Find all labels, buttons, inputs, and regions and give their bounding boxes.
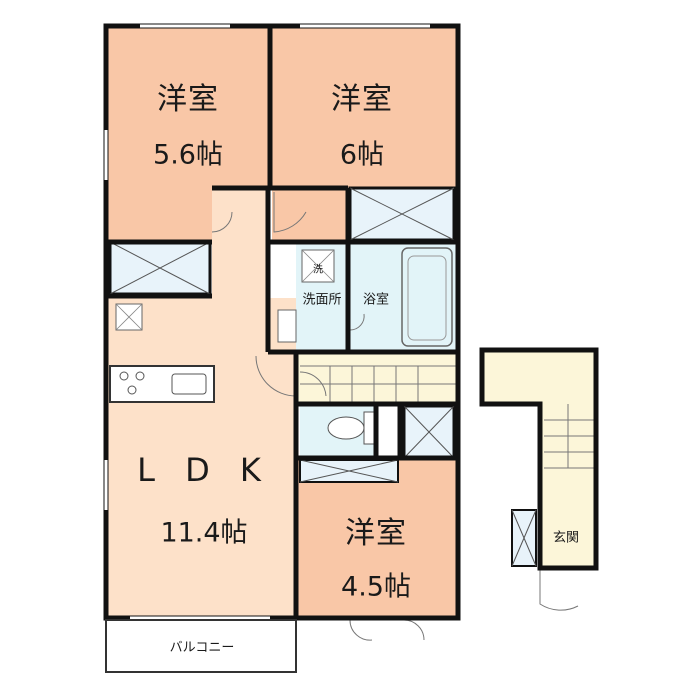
- stairs-entrance: [544, 404, 594, 469]
- bedroom-4-5-fill: [296, 460, 456, 616]
- room-name-bathroom: 浴室: [362, 292, 390, 308]
- room-name-bedroom-a: 洋室: [157, 82, 219, 117]
- ldk-fill: [108, 298, 296, 616]
- bathtub: [401, 247, 453, 347]
- entrance-walls: [479, 347, 599, 571]
- hall-fill: [296, 352, 456, 404]
- room-size-bedroom-b: 6帖: [339, 139, 385, 171]
- closet-2: [348, 186, 456, 242]
- room-name-bedroom-c: 洋室: [345, 516, 407, 551]
- room-size-ldk: 11.4帖: [160, 517, 248, 549]
- room-name-washroom: 洗面所: [302, 292, 342, 308]
- room-name-ldk: L D K: [137, 451, 271, 489]
- washbasin: [277, 309, 297, 343]
- closet-4: [299, 459, 399, 483]
- windows: [104, 24, 430, 620]
- room-size-bedroom-a: 5.6帖: [153, 139, 223, 171]
- stairs-main: [300, 365, 456, 402]
- washer-label: 洗: [313, 264, 323, 276]
- room-name-balcony: バルコニー: [169, 640, 235, 656]
- closet-1: [108, 240, 212, 296]
- room-name-entrance: 玄関: [552, 530, 580, 546]
- bathtub-inner: [407, 255, 447, 341]
- bedroom-6-fill: [272, 28, 456, 188]
- closet-3: [402, 404, 456, 460]
- bedroom-6-ext-fill: [272, 186, 350, 240]
- walls: [103, 23, 461, 621]
- room-name-bedroom-b: 洋室: [331, 82, 393, 117]
- shoe-closet: [511, 509, 537, 567]
- room-size-bedroom-c: 4.5帖: [341, 571, 411, 603]
- kitchen-counter: [109, 365, 215, 403]
- balcony: [105, 619, 297, 673]
